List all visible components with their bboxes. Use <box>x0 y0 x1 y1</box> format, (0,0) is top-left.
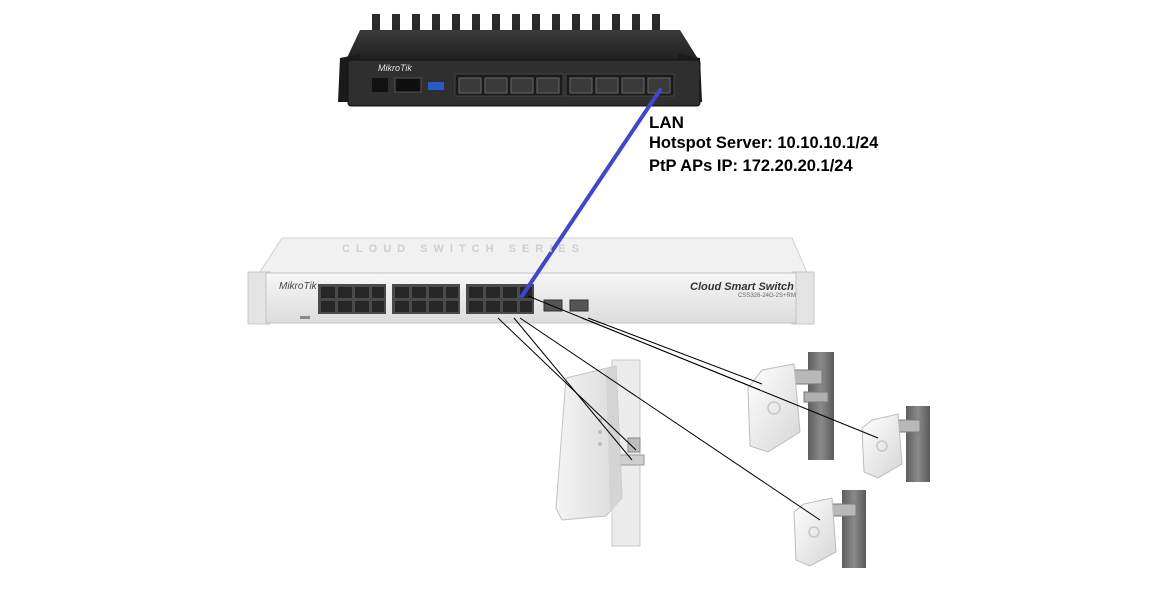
cable-links <box>497 295 879 521</box>
cable-to-sector <box>497 317 637 451</box>
switch-brand-label: MikroTik <box>279 281 317 292</box>
switch-model-label: CSS326-24G-2S+RM <box>738 293 796 299</box>
ptp-ap-ip-label: PtP APs IP: 172.20.20.1/24 <box>649 157 853 175</box>
cable-to-ptp-3 <box>519 317 821 521</box>
switch-ports <box>318 284 534 314</box>
ptp-antenna-icon <box>747 352 834 460</box>
lan-label: LAN <box>649 113 684 132</box>
ptp-antenna-icon <box>793 490 866 568</box>
router-icon <box>338 14 702 107</box>
hotspot-server-label: Hotspot Server: 10.10.10.1/24 <box>649 134 879 152</box>
switch-product-label: Cloud Smart Switch <box>690 281 794 293</box>
cable-to-ptp-2 <box>581 317 879 439</box>
router-heatsink <box>372 14 660 36</box>
ptp-antenna-icon <box>861 406 930 482</box>
cable-to-sector-2 <box>513 317 633 461</box>
uplink-cable <box>520 88 662 298</box>
cable-to-ptp-1b <box>587 317 763 385</box>
sector-antenna-icon <box>555 359 645 547</box>
switch-series-label: CLOUD SWITCH SERIES <box>342 243 585 255</box>
router-brand-label: MikroTik <box>378 63 412 73</box>
